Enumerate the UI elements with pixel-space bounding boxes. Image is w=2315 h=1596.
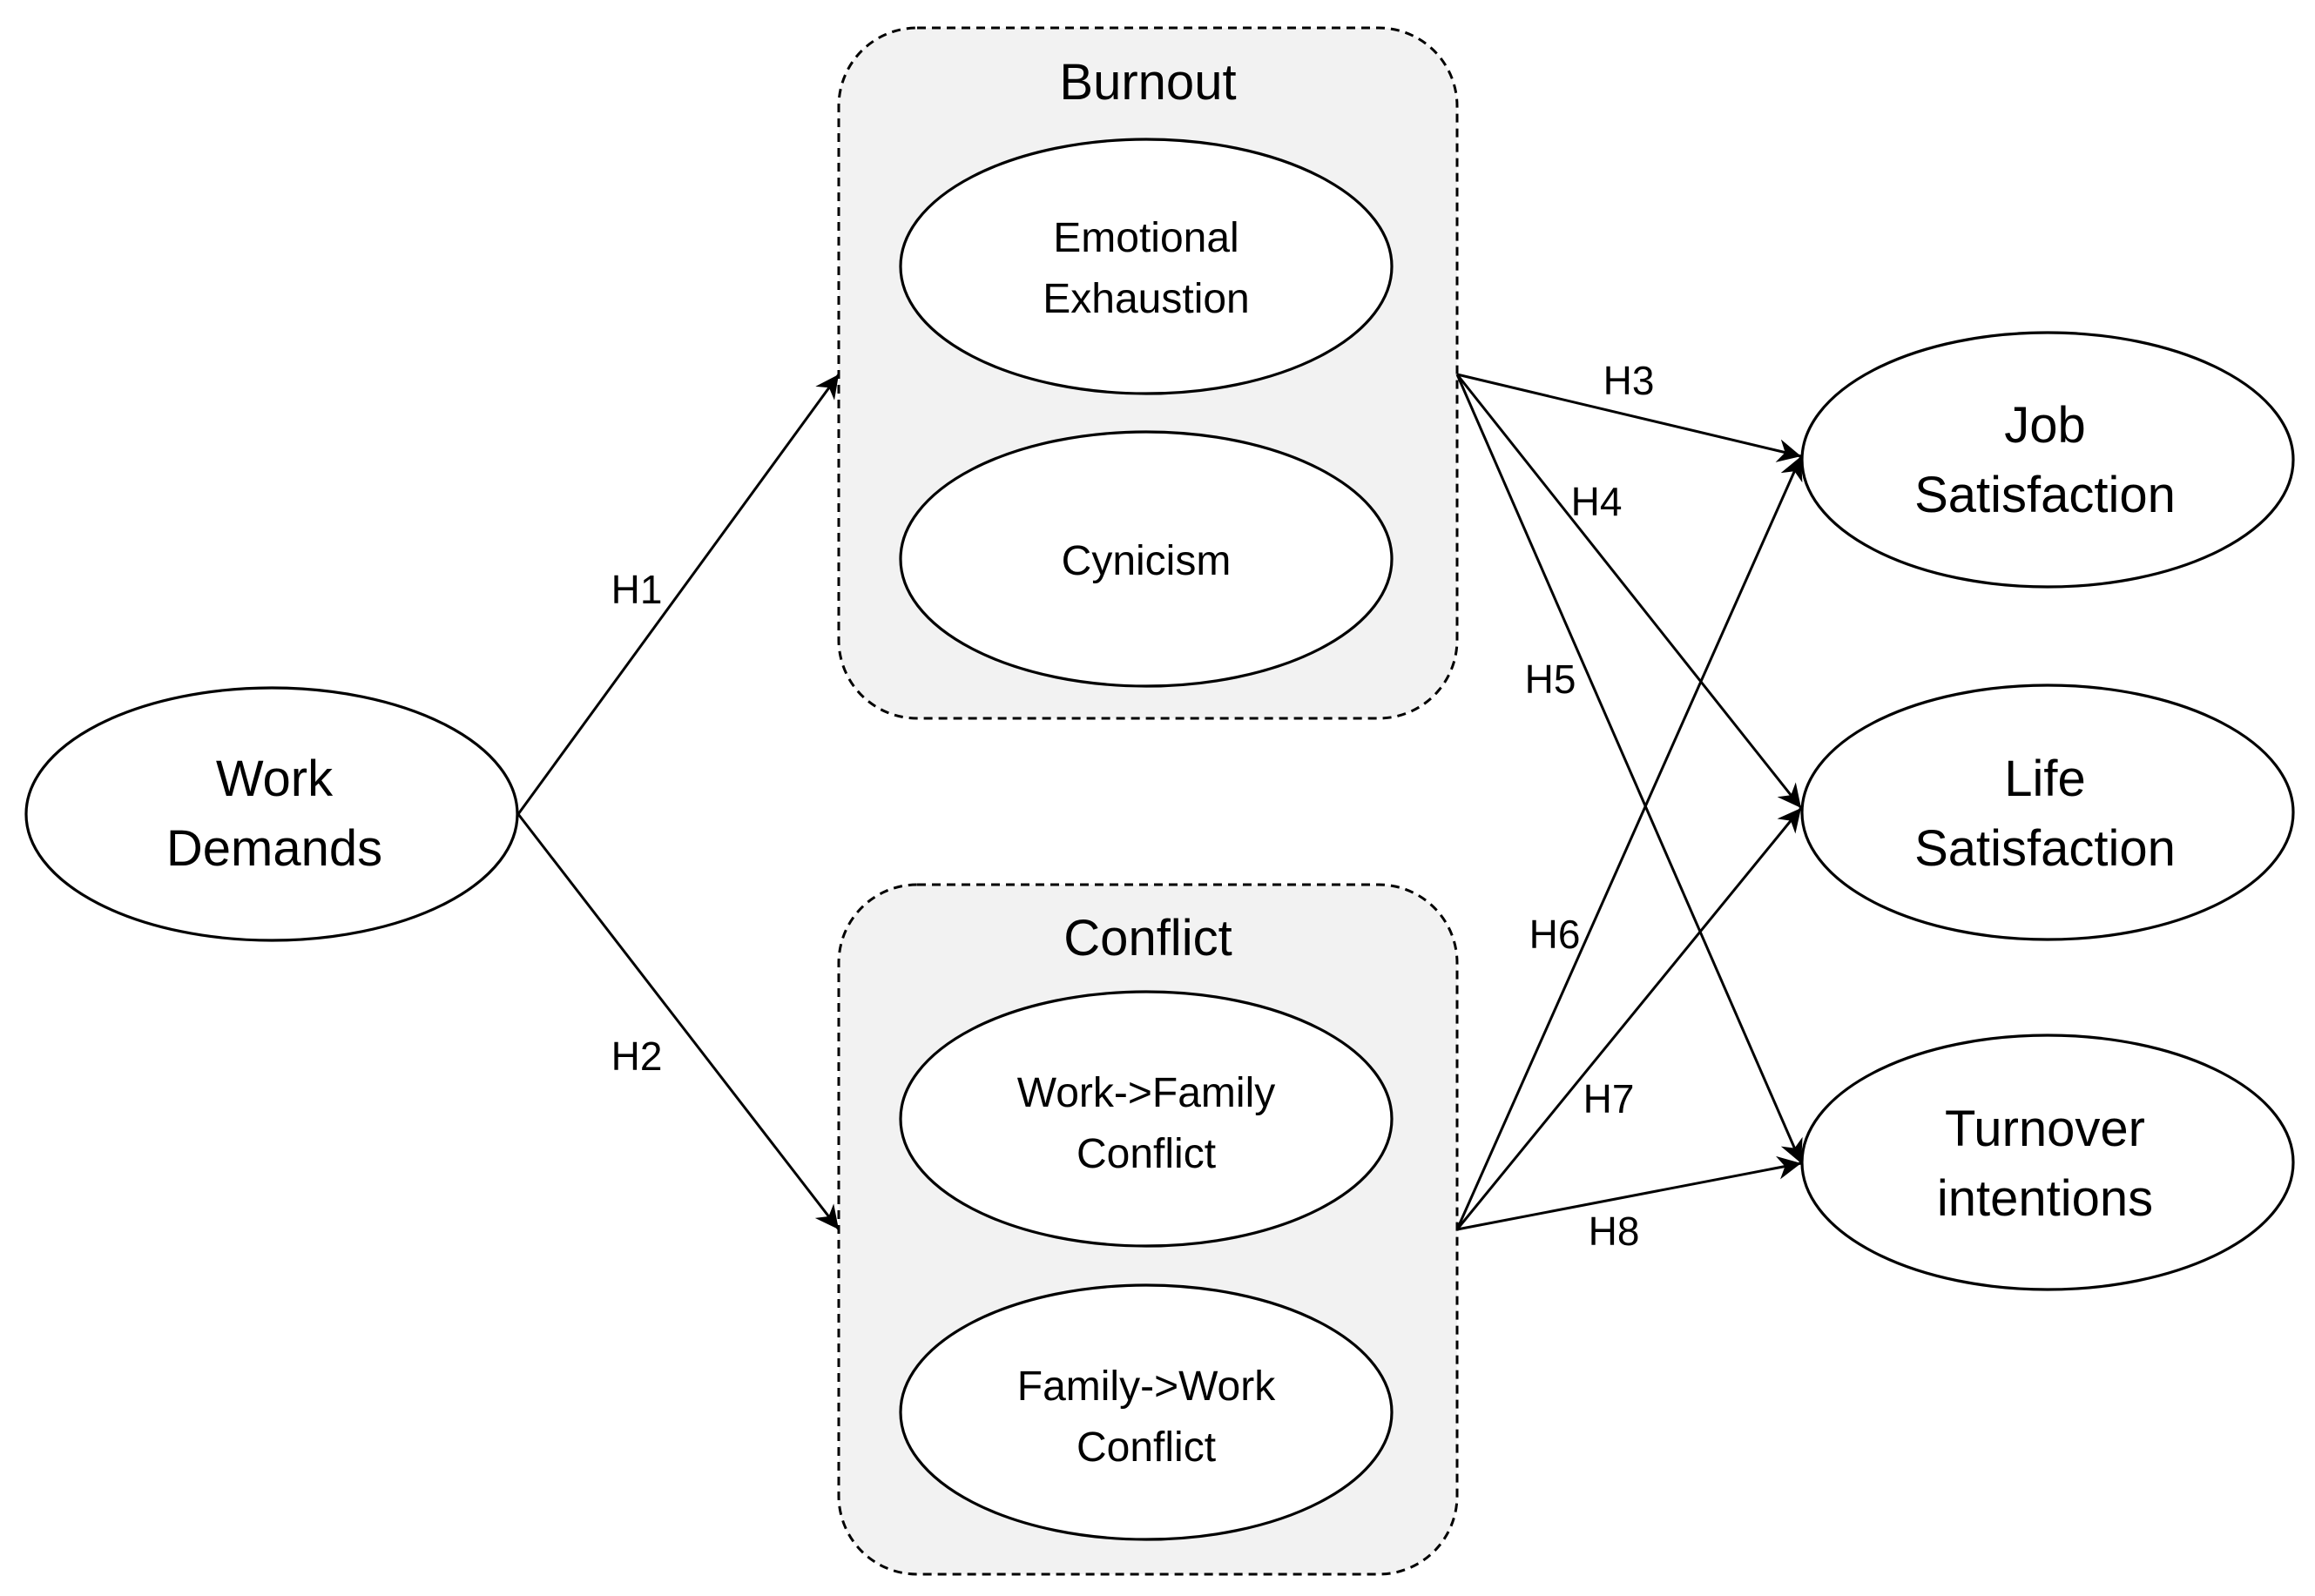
- cynicism-label: Cynicism: [1062, 538, 1232, 584]
- edge-h5-label: H5: [1525, 657, 1576, 702]
- edge-h7-label: H7: [1583, 1076, 1635, 1121]
- work-family-conflict-label-line2: Conflict: [1077, 1131, 1216, 1177]
- family-work-conflict-ellipse: [899, 1283, 1394, 1541]
- cynicism-ellipse: [899, 430, 1394, 688]
- job-satisfaction-ellipse: [1800, 331, 2295, 589]
- life-satisfaction-label-line2: Satisfaction: [1914, 820, 2176, 877]
- life-satisfaction-ellipse: [1800, 684, 2295, 941]
- edge-h6-arrow: [1455, 455, 1803, 1230]
- work-demands-ellipse: [24, 686, 519, 942]
- edge-h2-arrow: [516, 813, 840, 1230]
- emotional-exhaustion-ellipse: [899, 138, 1394, 395]
- node-job-satisfaction: Job Satisfaction: [1800, 331, 2295, 589]
- node-life-satisfaction: Life Satisfaction: [1800, 684, 2295, 941]
- node-emotional-exhaustion: Emotional Exhaustion: [899, 138, 1394, 395]
- node-work-family-conflict: Work->Family Conflict: [899, 990, 1394, 1248]
- work-demands-label-line2: Demands: [166, 820, 382, 877]
- edge-h8-arrow: [1456, 1155, 1802, 1231]
- emotional-exhaustion-label-line2: Exhaustion: [1043, 276, 1250, 322]
- edge-labels: H1 H2 H3 H4 H5 H6 H7 H8: [611, 358, 1655, 1254]
- job-satisfaction-label-line1: Job: [2004, 397, 2086, 454]
- work-family-conflict-label-line1: Work->Family: [1017, 1070, 1275, 1116]
- edge-h3-arrow: [1456, 373, 1802, 462]
- turnover-intentions-ellipse: [1800, 1034, 2295, 1291]
- edge-h1-arrow: [516, 374, 840, 815]
- family-work-conflict-label-line2: Conflict: [1077, 1424, 1216, 1471]
- conflict-group-title: Conflict: [1063, 910, 1232, 966]
- job-satisfaction-label-line2: Satisfaction: [1914, 467, 2176, 523]
- work-family-conflict-ellipse: [899, 990, 1394, 1248]
- turnover-intentions-label-line1: Turnover: [1945, 1101, 2145, 1157]
- edge-h4-arrow: [1455, 374, 1803, 809]
- node-family-work-conflict: Family->Work Conflict: [899, 1283, 1394, 1541]
- edge-h5-arrow: [1455, 374, 1803, 1164]
- work-demands-label-line1: Work: [216, 751, 334, 807]
- life-satisfaction-label-line1: Life: [2004, 751, 2086, 807]
- turnover-intentions-label-line2: intentions: [1937, 1170, 2153, 1227]
- node-cynicism: Cynicism: [899, 430, 1394, 688]
- edge-h7-arrow: [1455, 807, 1803, 1230]
- edge-h1-label: H1: [611, 567, 663, 612]
- edge-h6-label: H6: [1529, 912, 1581, 957]
- family-work-conflict-label-line1: Family->Work: [1017, 1364, 1276, 1410]
- node-turnover-intentions: Turnover intentions: [1800, 1034, 2295, 1291]
- node-work-demands: Work Demands: [24, 686, 519, 942]
- edges: [516, 373, 1803, 1231]
- edge-h8-label: H8: [1589, 1209, 1640, 1254]
- edge-h3-label: H3: [1603, 358, 1655, 403]
- burnout-group-title: Burnout: [1059, 54, 1236, 111]
- emotional-exhaustion-label-line1: Emotional: [1053, 215, 1238, 261]
- edge-h2-label: H2: [611, 1034, 663, 1079]
- edge-h4-label: H4: [1571, 479, 1623, 524]
